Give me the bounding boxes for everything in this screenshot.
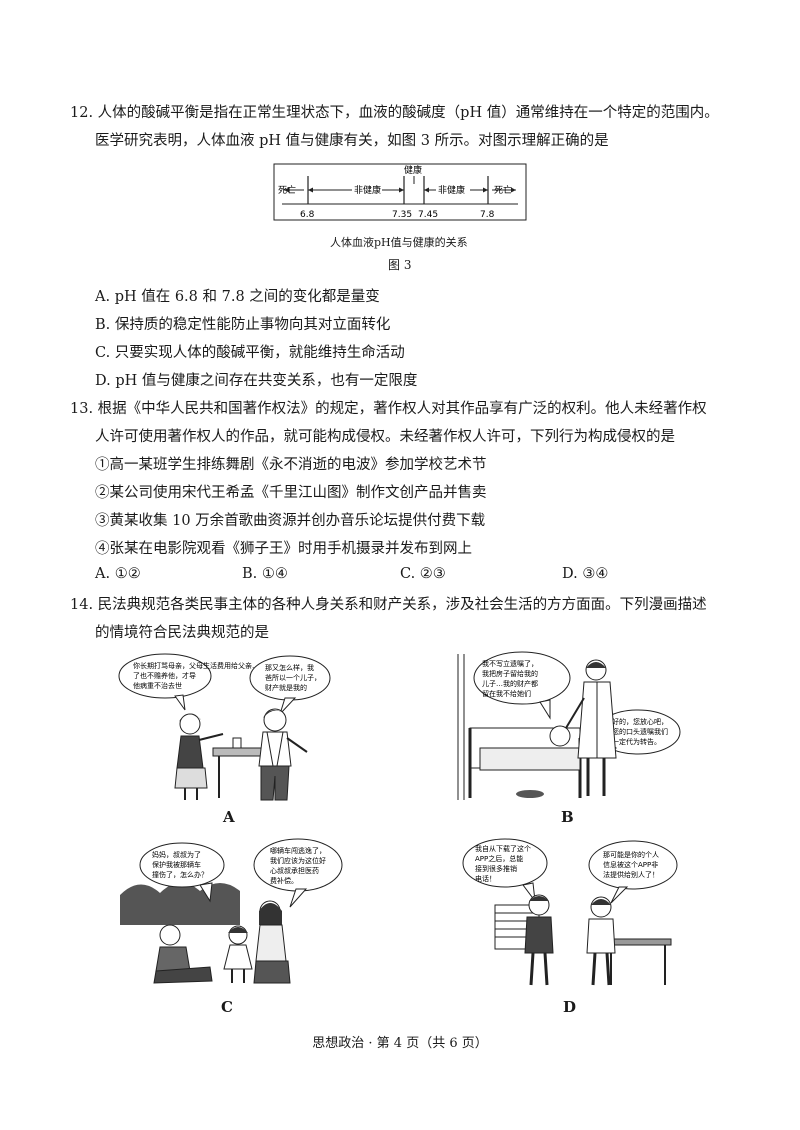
panel-d-bubble-left-4: 电话！ — [475, 874, 496, 883]
q13-item-1: ①高一某班学生排练舞剧《永不消逝的电波》参加学校艺术节 — [95, 457, 487, 473]
ph-health-diagram: 死亡 非健康 健康 非健康 死亡 6.8 7.35 7.45 7.8 — [273, 163, 527, 221]
q14-stem-line1: 14. 民法典规范各类民事主体的各种人身关系和财产关系，涉及社会生活的方方面面。… — [70, 597, 707, 613]
label-unhealthy-left: 非健康 — [354, 184, 381, 196]
q12-option-d: D. pH 值与健康之间存在共变关系，也有一定限度 — [95, 373, 418, 389]
tick-label-7-45: 7.45 — [418, 210, 438, 220]
panel-c-label: C — [221, 998, 233, 1016]
panel-a-bubble-right-1: 那又怎么样，我 — [265, 663, 314, 672]
panel-d-bubble-right-1: 那可能是你的个人 — [603, 850, 659, 859]
panel-a-bubble-left-2: 了也不赡养他，才导 — [133, 671, 196, 680]
q13-option-a: A. ①② — [95, 566, 141, 582]
panel-d-bubble-right-3: 法提供给别人了！ — [603, 870, 659, 879]
panel-b-bubble-right-2: 您的口头遗嘱我们 — [612, 727, 668, 736]
panel-d-bubble-left-3: 接到很多推销 — [475, 864, 517, 873]
comic-b-illustration: 我不写立遗嘱了， 我把房子留给我的 儿子…我的财产都 留在我不给她们 好的，您放… — [457, 651, 681, 800]
q12-stem-line1: 12. 人体的酸碱平衡是指在正常生理状态下，血液的酸碱度（pH 值）通常维持在一… — [70, 105, 719, 121]
panel-c-bubble-right-3: 心叔叔承担医药 — [270, 866, 319, 875]
q13-option-c: C. ②③ — [400, 566, 446, 582]
panel-b-label: B — [561, 808, 574, 826]
q13-item-3: ③黄某收集 10 万余首歌曲资源并创办音乐论坛提供付费下载 — [95, 513, 486, 529]
panel-c-bubble-left-2: 保护我被那辆车 — [152, 860, 201, 869]
panel-d-bubble-left-1: 我自从下载了这个 — [475, 844, 531, 853]
panel-a-bubble-right-3: 财产就是我的 — [265, 683, 307, 692]
panel-a-bubble-left-1: 你长期打骂母亲，父母生活费用给父亲… — [133, 661, 259, 670]
panel-c-bubble-right-2: 我们应该为这位好 — [270, 856, 326, 865]
q13-item-2: ②某公司使用宋代王希孟《千里江山图》制作文创产品并售卖 — [95, 485, 487, 501]
tick-label-6-8: 6.8 — [300, 210, 315, 220]
label-death-left: 死亡 — [278, 184, 296, 196]
panel-b-bubble-left-2: 我把房子留给我的 — [482, 669, 538, 678]
panel-b-bubble-left-4: 留在我不给她们 — [482, 689, 531, 698]
label-death-right: 死亡 — [494, 184, 512, 196]
comic-panel-b: 我不写立遗嘱了， 我把房子留给我的 儿子…我的财产都 留在我不给她们 好的，您放… — [450, 648, 685, 808]
figure-number: 图 3 — [388, 258, 412, 272]
page-footer: 思想政治 · 第 4 页（共 6 页） — [312, 1036, 488, 1051]
q12-option-b: B. 保持质的稳定性能防止事物向其对立面转化 — [95, 317, 391, 333]
q13-stem-line2: 人许可使用著作权人的作品，就可能构成侵权。未经著作权人许可，下列行为构成侵权的是 — [95, 429, 675, 445]
panel-a-label: A — [223, 808, 235, 826]
q12-stem-line2: 医学研究表明，人体血液 pH 值与健康有关，如图 3 所示。对图示理解正确的是 — [95, 133, 609, 149]
q13-option-d: D. ③④ — [562, 566, 609, 582]
comic-panel-c: 妈妈，叔叔为了 保护我被那辆车 撞伤了，怎么办？ 哪辆车闯逃逸了， 我们应该为这… — [120, 835, 355, 995]
panel-a-bubble-right-2: 爸所以一个儿子， — [265, 673, 321, 682]
label-healthy: 健康 — [404, 164, 422, 176]
figure-3: 死亡 非健康 健康 非健康 死亡 6.8 7.35 7.45 7.8 — [272, 162, 528, 234]
panel-c-bubble-right-4: 费补偿。 — [270, 876, 298, 885]
q13-item-4: ④张某在电影院观看《狮子王》时用手机摄录并发布到网上 — [95, 541, 472, 557]
panel-c-bubble-right-1: 哪辆车闯逃逸了， — [270, 846, 326, 855]
panel-d-bubble-left-2: APP之后，总能 — [475, 854, 523, 863]
q13-options: A. ①② B. ①④ C. ②③ D. ③④ — [95, 566, 695, 586]
q12-option-a: A. pH 值在 6.8 和 7.8 之间的变化都是量变 — [95, 289, 380, 305]
q12-option-c: C. 只要实现人体的酸碱平衡，就能维持生命活动 — [95, 345, 405, 361]
comic-a-illustration: 你长期打骂母亲，父母生活费用给父亲… 了也不赡养他，才导 他病重不治去世 那又怎… — [118, 653, 331, 801]
panel-b-bubble-left-3: 儿子…我的财产都 — [482, 679, 538, 688]
tick-label-7-35: 7.35 — [392, 210, 412, 220]
panel-c-bubble-left-3: 撞伤了，怎么办？ — [152, 870, 208, 879]
comic-panel-d: 我自从下载了这个 APP之后，总能 接到很多推销 电话！ 那可能是你的个人 信息… — [455, 835, 685, 995]
q13-stem-line1: 13. 根据《中华人民共和国著作权法》的规定，著作权人对其作品享有广泛的权利。他… — [70, 401, 707, 417]
panel-b-bubble-left-1: 我不写立遗嘱了， — [482, 659, 538, 668]
panel-b-bubble-right-1: 好的，您放心吧， — [612, 717, 668, 726]
q13-option-b: B. ①④ — [242, 566, 288, 582]
panel-c-bubble-left-1: 妈妈，叔叔为了 — [152, 850, 201, 859]
tick-label-7-8: 7.8 — [480, 210, 495, 220]
panel-d-label: D — [563, 998, 577, 1016]
comic-c-illustration: 妈妈，叔叔为了 保护我被那辆车 撞伤了，怎么办？ 哪辆车闯逃逸了， 我们应该为这… — [120, 838, 343, 984]
panel-d-bubble-right-2: 信息被这个APP非 — [603, 860, 658, 869]
comic-d-illustration: 我自从下载了这个 APP之后，总能 接到很多推销 电话！ 那可能是你的个人 信息… — [462, 838, 678, 986]
panel-b-bubble-right-3: 一定代为转告。 — [612, 737, 661, 746]
panel-a-bubble-left-3: 他病重不治去世 — [133, 681, 182, 690]
comic-panel-a: 你长期打骂母亲，父母生活费用给父亲… 了也不赡养他，才导 他病重不治去世 那又怎… — [115, 648, 345, 808]
figure-caption: 人体血液pH值与健康的关系 — [330, 236, 468, 249]
label-unhealthy-right: 非健康 — [438, 184, 465, 196]
q14-stem-line2: 的情境符合民法典规范的是 — [95, 625, 269, 641]
